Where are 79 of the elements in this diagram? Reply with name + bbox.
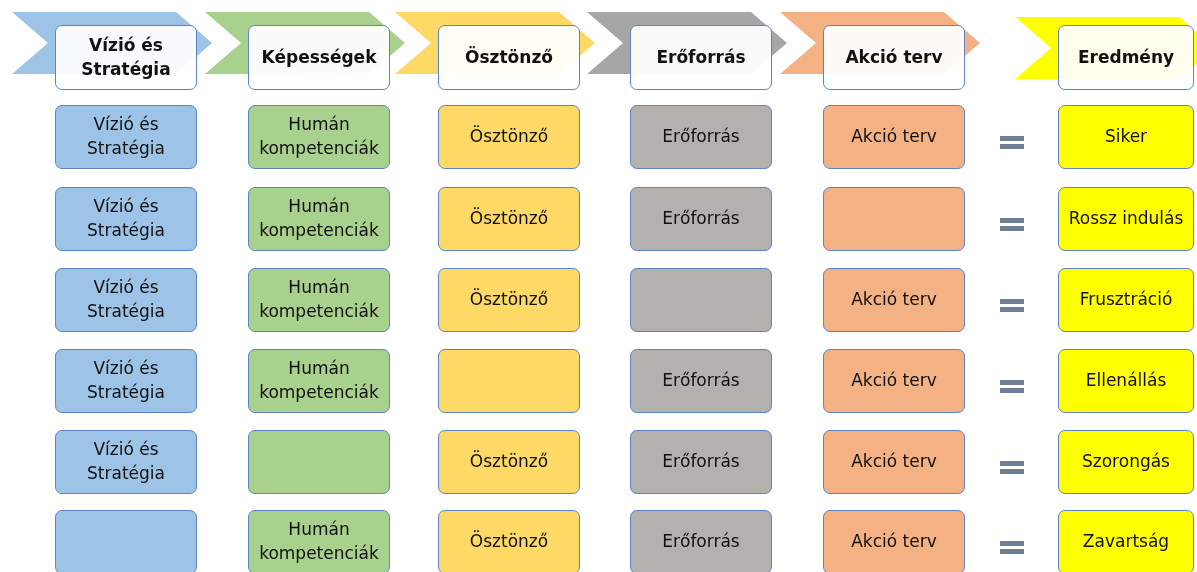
column-heading: Eredmény xyxy=(1077,45,1175,69)
cell-text: Ösztönző xyxy=(469,530,549,554)
cell-text: Akció terv xyxy=(851,288,937,312)
cell-text: Vízió és Stratégia xyxy=(86,113,166,160)
cell-text: Humán kompetenciák xyxy=(258,518,380,565)
cell-text: Siker xyxy=(1104,125,1148,149)
column-heading: Akció terv xyxy=(845,45,943,69)
action-plan-box xyxy=(823,349,965,413)
incentive-box xyxy=(438,430,580,494)
cell-text: Akció terv xyxy=(851,125,937,149)
cell-text: Erőforrás xyxy=(662,369,740,393)
capability-box xyxy=(248,187,390,251)
vision-box xyxy=(55,187,197,251)
cell-text: Szorongás xyxy=(1082,450,1170,474)
vision-box xyxy=(55,268,197,332)
incentive-box xyxy=(438,510,580,572)
cell-text: Ösztönző xyxy=(469,125,549,149)
cell-text: Akció terv xyxy=(851,530,937,554)
cell-text: Akció terv xyxy=(851,450,937,474)
empty-box xyxy=(248,430,390,494)
column-heading: Ösztönző xyxy=(465,45,553,69)
empty-box xyxy=(630,268,772,332)
cell-text: Humán kompetenciák xyxy=(258,276,380,323)
vision-box xyxy=(55,105,197,169)
result-box xyxy=(1058,187,1194,251)
cell-text: Humán kompetenciák xyxy=(258,113,380,160)
incentive-box xyxy=(438,187,580,251)
cell-text: Vízió és Stratégia xyxy=(86,357,166,404)
vision-box xyxy=(55,430,197,494)
cell-text: Rossz indulás xyxy=(1068,207,1184,231)
header-box xyxy=(55,25,197,90)
header-box xyxy=(823,25,965,90)
cell-text: Ösztönző xyxy=(469,288,549,312)
resource-box xyxy=(630,430,772,494)
incentive-box xyxy=(438,105,580,169)
action-plan-box xyxy=(823,430,965,494)
empty-box xyxy=(55,510,197,572)
cell-text: Vízió és Stratégia xyxy=(86,195,166,242)
vision-box xyxy=(55,349,197,413)
cell-text: Vízió és Stratégia xyxy=(86,276,166,323)
capability-box xyxy=(248,349,390,413)
empty-box xyxy=(438,349,580,413)
result-box xyxy=(1058,349,1194,413)
header-box xyxy=(630,25,772,90)
cell-text: Ösztönző xyxy=(469,207,549,231)
cell-text: Akció terv xyxy=(851,369,937,393)
header-box xyxy=(438,25,580,90)
cell-text: Zavartság xyxy=(1082,530,1170,554)
cell-text: Humán kompetenciák xyxy=(258,357,380,404)
action-plan-box xyxy=(823,510,965,572)
resource-box xyxy=(630,349,772,413)
resource-box xyxy=(630,187,772,251)
column-heading: Képességek xyxy=(261,45,377,69)
cell-text: Frusztráció xyxy=(1079,288,1173,312)
column-heading: Erőforrás xyxy=(656,45,746,69)
cell-text: Erőforrás xyxy=(662,207,740,231)
header-box xyxy=(248,25,390,90)
cell-text: Humán kompetenciák xyxy=(258,195,380,242)
cell-text: Erőforrás xyxy=(662,530,740,554)
cell-text: Ösztönző xyxy=(469,450,549,474)
resource-box xyxy=(630,105,772,169)
result-box xyxy=(1058,430,1194,494)
result-box xyxy=(1058,105,1194,169)
capability-box xyxy=(248,510,390,572)
action-plan-box xyxy=(823,268,965,332)
incentive-box xyxy=(438,268,580,332)
capability-box xyxy=(248,105,390,169)
cell-text: Erőforrás xyxy=(662,450,740,474)
resource-box xyxy=(630,510,772,572)
column-heading: Vízió és Stratégia xyxy=(80,33,172,81)
cell-text: Erőforrás xyxy=(662,125,740,149)
result-box xyxy=(1058,268,1194,332)
header-box xyxy=(1058,25,1194,90)
action-plan-box xyxy=(823,105,965,169)
capability-box xyxy=(248,268,390,332)
cell-text: Vízió és Stratégia xyxy=(86,438,166,485)
result-box xyxy=(1058,510,1194,572)
empty-box xyxy=(823,187,965,251)
cell-text: Ellenállás xyxy=(1085,369,1167,393)
